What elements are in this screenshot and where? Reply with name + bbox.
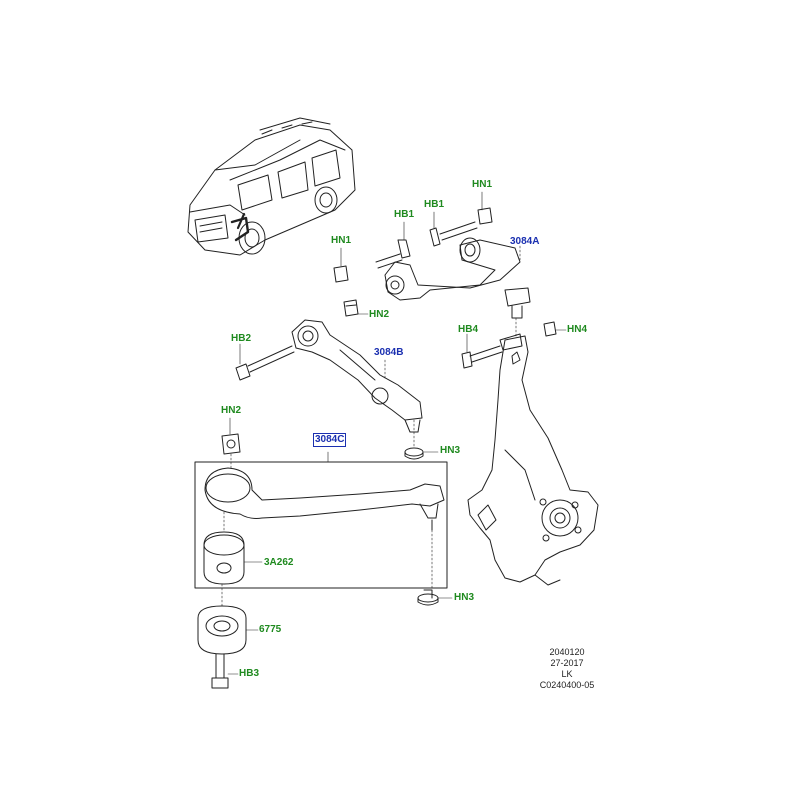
hb2-bolt	[235, 345, 295, 381]
callout-hb3: HB3	[239, 668, 260, 679]
callout-3084b: 3084B	[374, 347, 404, 358]
hb1-bolt-mid	[375, 239, 411, 269]
callout-hn2-left: HN2	[221, 405, 242, 416]
hn1-nut-left	[333, 265, 349, 283]
callout-hn1-top: HN1	[472, 179, 493, 190]
hn2-nut-mid	[343, 299, 359, 317]
callout-3084c: 3084C	[313, 433, 347, 447]
hn3-nut-lower	[417, 589, 439, 606]
callout-hb1-top: HB1	[424, 199, 445, 210]
callout-hb1-mid: HB1	[394, 209, 415, 220]
hn2-nut-left	[221, 433, 241, 455]
hb4-bolt	[461, 345, 503, 369]
reference-line-1: 2040120	[549, 647, 585, 657]
assembly-detail-box	[194, 461, 448, 589]
lower-front-control-arm	[291, 319, 423, 433]
hb1-bolt-top	[429, 221, 478, 247]
callout-hn3-upper: HN3	[440, 445, 461, 456]
callout-3084a: 3084A	[510, 236, 540, 247]
callout-hb4: HB4	[458, 324, 479, 335]
lower-rear-control-arm	[204, 467, 445, 531]
bushing-3a262	[203, 531, 245, 585]
reference-line-4: C0240400-05	[539, 680, 595, 690]
hn3-nut-upper	[404, 447, 424, 460]
reference-block: 2040120 27-2017 LK C0240400-05	[522, 647, 612, 691]
reference-line-2: 27-2017	[550, 658, 584, 668]
callout-hn1-left: HN1	[331, 235, 352, 246]
reference-line-3: LK	[561, 669, 573, 679]
callout-hn2-mid: HN2	[369, 309, 390, 320]
leader-lines	[221, 191, 567, 675]
hn4-nut	[543, 321, 557, 337]
hb3-bolt	[211, 653, 229, 689]
steering-knuckle	[467, 333, 599, 586]
callout-hn4: HN4	[567, 324, 588, 335]
vehicle-locator-illustration	[187, 117, 356, 256]
callout-3a262: 3A262	[264, 557, 294, 568]
hn1-nut-top	[477, 207, 493, 225]
mount-6775	[197, 605, 247, 655]
callout-hn3-lower: HN3	[454, 592, 475, 603]
callout-6775: 6775	[259, 624, 282, 635]
upper-control-arm	[384, 237, 531, 319]
callout-hb2: HB2	[231, 333, 252, 344]
